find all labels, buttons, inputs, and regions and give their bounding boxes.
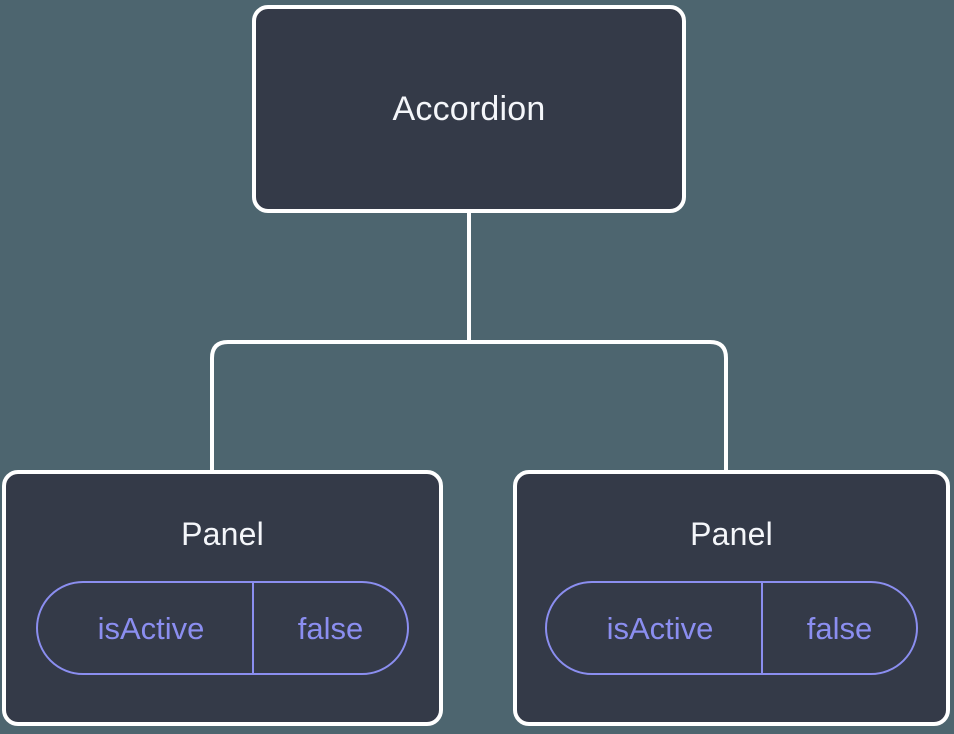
state-key-isactive: isActive	[97, 610, 205, 646]
state-value-isactive: false	[761, 583, 916, 673]
node-panel-1[interactable]: Panel isActive false	[513, 470, 950, 726]
state-badge-panel-0[interactable]: isActive false	[36, 581, 409, 675]
state-value-isactive: false	[252, 583, 407, 673]
node-accordion-label: Accordion	[392, 90, 546, 128]
node-panel-1-label: Panel	[690, 516, 773, 552]
state-key-isactive: isActive	[606, 610, 714, 646]
node-accordion[interactable]: Accordion	[252, 5, 686, 213]
node-panel-0[interactable]: Panel isActive false	[2, 470, 443, 726]
node-panel-0-label: Panel	[181, 516, 264, 552]
edge-to-panel-0	[210, 340, 469, 470]
edge-to-panel-1	[469, 340, 728, 470]
state-badge-panel-1[interactable]: isActive false	[545, 581, 918, 675]
